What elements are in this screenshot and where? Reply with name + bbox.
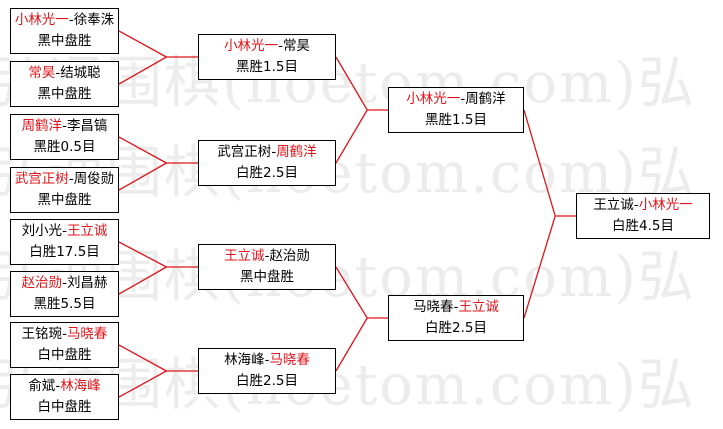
match-result: 黑胜1.5目 <box>425 112 487 128</box>
bracket-connector <box>118 370 167 398</box>
player-name: 小林光一 <box>14 12 69 28</box>
match-result: 白胜2.5目 <box>236 165 298 181</box>
match-result: 白中盘胜 <box>37 347 92 363</box>
match-box: 周鹤洋-李昌镐 黑胜0.5目 <box>10 114 119 160</box>
match-result: 白胜2.5目 <box>425 320 487 336</box>
match-result: 白胜4.5目 <box>612 218 674 234</box>
bracket-connector <box>335 317 368 372</box>
player-name: 常昊 <box>28 65 56 81</box>
separator: - <box>62 118 67 134</box>
separator: - <box>278 38 283 54</box>
player-name: 俞斌 <box>28 378 56 394</box>
bracket-connector <box>335 109 368 164</box>
match-box: 小林光一-周鹤洋 黑胜1.5目 <box>388 87 524 133</box>
separator: - <box>68 171 74 187</box>
player-name: 武宫正树 <box>14 171 69 187</box>
match-box: 赵治勋-刘昌赫 黑胜5.5目 <box>10 271 119 317</box>
player-name: 马晓春 <box>269 352 310 368</box>
match-result: 黑中盘胜 <box>37 33 92 49</box>
player-name: 周鹤洋 <box>21 118 63 134</box>
match-box: 小林光一-徐奉洙 黑中盘胜 <box>10 8 119 54</box>
match-box: 武宫正树-周鹤洋 白胜2.5目 <box>198 140 336 186</box>
match-box: 小林光一-常昊 黑胜1.5目 <box>198 34 336 80</box>
separator: - <box>68 12 74 28</box>
separator: - <box>55 65 61 81</box>
player-name: 王铭琬 <box>21 326 63 342</box>
bracket-connector <box>118 241 167 268</box>
match-result: 黑胜0.5目 <box>33 139 96 155</box>
player-name: 小林光一 <box>224 38 279 54</box>
match-result: 黑中盘胜 <box>37 192 92 208</box>
bracket-connector <box>118 266 167 295</box>
separator: - <box>264 352 270 368</box>
player-name: 周鹤洋 <box>276 144 317 160</box>
separator: - <box>62 326 67 342</box>
bracket-connector <box>523 215 556 319</box>
separator: - <box>55 378 61 394</box>
player-name: 王立诚 <box>224 248 265 264</box>
bracket-connector <box>335 266 368 319</box>
player-name: 李昌镐 <box>66 118 108 134</box>
separator: - <box>271 144 277 160</box>
player-name: 小林光一 <box>406 91 461 107</box>
match-result: 黑胜5.5目 <box>33 296 96 312</box>
separator: - <box>264 248 270 264</box>
player-name: 结城聪 <box>60 65 101 81</box>
player-name: 刘小光 <box>21 223 63 239</box>
player-name: 小林光一 <box>638 197 693 213</box>
player-name: 徐奉洙 <box>73 12 115 28</box>
player-name: 武宫正树 <box>217 144 272 160</box>
player-name: 王立诚 <box>593 197 634 213</box>
separator: - <box>460 91 466 107</box>
separator: - <box>62 223 67 239</box>
bracket-connector <box>335 56 368 111</box>
player-name: 林海峰 <box>224 352 265 368</box>
match-box: 常昊-结城聪 黑中盘胜 <box>10 61 119 107</box>
player-name: 赵治勋 <box>21 275 63 291</box>
bracket-connector <box>523 109 556 217</box>
player-name: 王立诚 <box>458 299 499 315</box>
match-box: 林海峰-马晓春 白胜2.5目 <box>198 348 336 394</box>
player-name: 赵治勋 <box>269 248 310 264</box>
match-result: 白中盘胜 <box>37 399 92 415</box>
player-name: 林海峰 <box>60 378 101 394</box>
match-result: 黑中盘胜 <box>240 269 294 285</box>
match-box: 刘小光-王立诚 白胜17.5目 <box>10 219 119 265</box>
player-name: 常昊 <box>282 38 310 54</box>
player-name: 周鹤洋 <box>465 91 506 107</box>
bracket-connector <box>118 30 167 58</box>
match-box: 马晓春-王立诚 白胜2.5目 <box>388 295 524 341</box>
bracket-connector <box>118 136 167 164</box>
match-box: 王立诚-赵治勋 黑中盘胜 <box>198 244 336 290</box>
separator: - <box>633 197 639 213</box>
separator: - <box>62 275 67 291</box>
bracket-connector <box>118 344 167 372</box>
player-name: 周俊勋 <box>73 171 115 187</box>
match-box: 俞斌-林海峰 白中盘胜 <box>10 374 119 420</box>
player-name: 马晓春 <box>66 326 108 342</box>
separator: - <box>453 299 459 315</box>
match-box: 武宫正树-周俊勋 黑中盘胜 <box>10 167 119 213</box>
player-name: 王立诚 <box>66 223 108 239</box>
player-name: 马晓春 <box>413 299 454 315</box>
bracket-connector <box>118 162 167 191</box>
match-box: 王铭琬-马晓春 白中盘胜 <box>10 322 119 368</box>
bracket-connector <box>118 56 167 85</box>
match-result: 黑胜1.5目 <box>236 59 298 75</box>
player-name: 刘昌赫 <box>66 275 108 291</box>
match-box: 王立诚-小林光一 白胜4.5目 <box>576 193 710 239</box>
match-result: 白胜17.5目 <box>29 244 100 260</box>
match-result: 白胜2.5目 <box>236 373 298 389</box>
match-result: 黑中盘胜 <box>37 86 92 102</box>
